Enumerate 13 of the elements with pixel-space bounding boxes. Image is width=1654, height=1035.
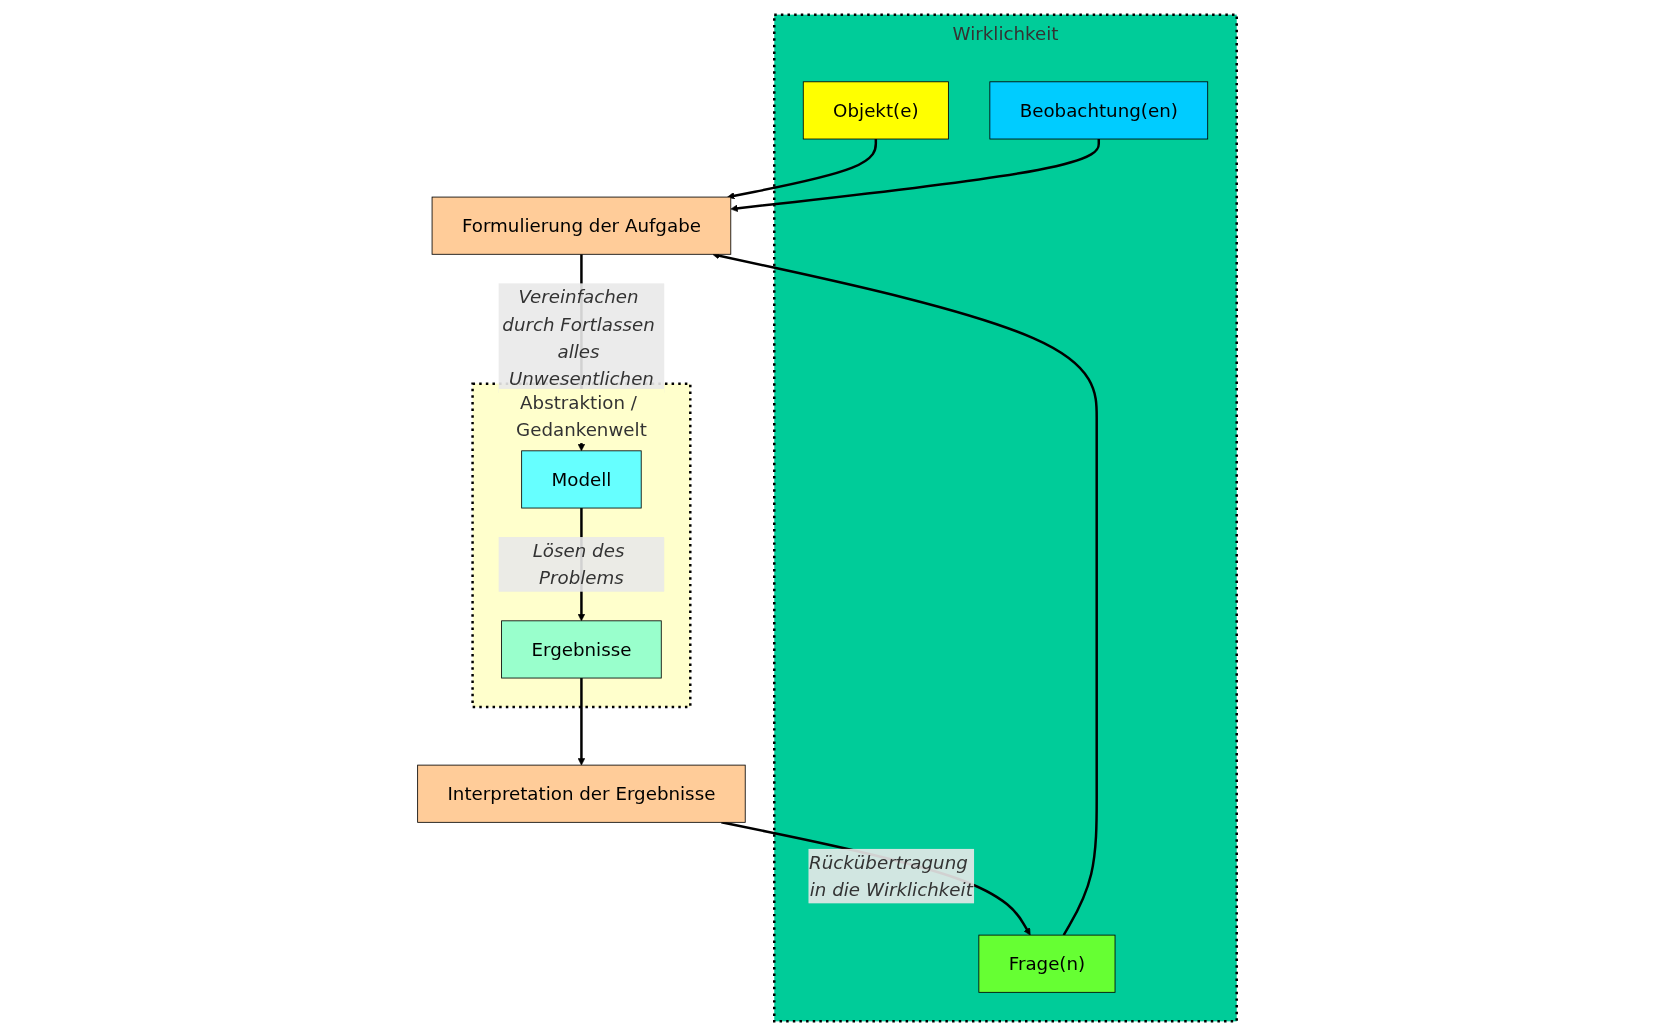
arrow (727, 138, 877, 199)
node-box: Interpretation der Ergebnisse (417, 764, 746, 823)
node-box: Modell (521, 449, 642, 508)
edge-label: Rückübertragung in die Wirklichkeit (808, 851, 973, 900)
arrow (720, 820, 1031, 935)
arrow (730, 138, 1100, 212)
edge-label: Lösen des Problems (532, 539, 625, 588)
node-box: Objekt(e) (802, 80, 949, 139)
node-box: Beobachtung(en) (989, 80, 1208, 139)
node-box: Frage(n) (978, 934, 1116, 993)
node-box: Formulierung der Aufgabe (431, 196, 731, 255)
arrow (577, 677, 585, 765)
node-box: Ergebnisse (501, 619, 662, 678)
